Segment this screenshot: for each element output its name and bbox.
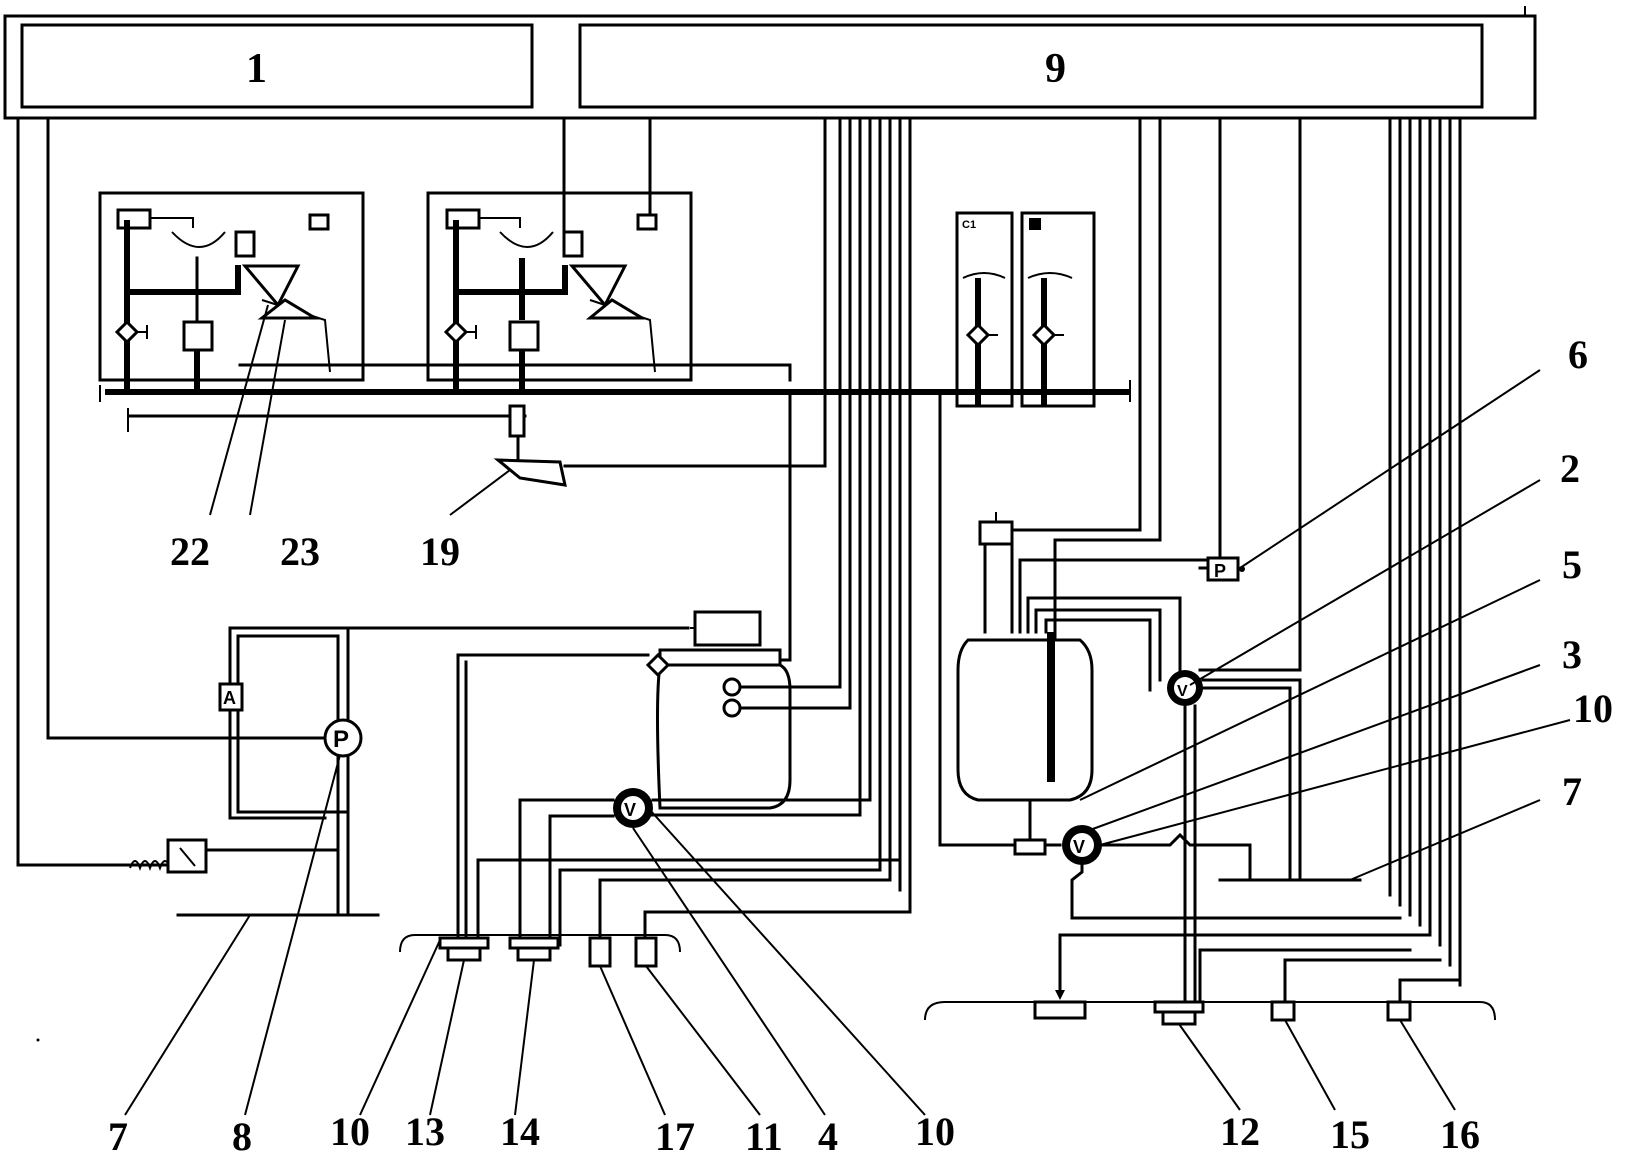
reagent-cabinet-1: C1 (955, 211, 1014, 408)
leader-lines (124, 304, 1571, 1116)
callout-10-b: 10 (915, 1109, 955, 1154)
control-unit-9-label: 9 (1045, 46, 1066, 92)
right-tank (938, 390, 1222, 856)
svg-text:V: V (1177, 683, 1188, 700)
processing-module-1 (98, 191, 365, 392)
callout-6: 6 (1568, 332, 1588, 377)
control-unit-1: 1 (20, 23, 534, 109)
svg-text:P: P (333, 726, 349, 753)
valve-4: V (476, 116, 912, 947)
left-bottom-ports (399, 934, 681, 968)
svg-text:C1: C1 (962, 219, 976, 231)
pump-8: P (323, 718, 363, 758)
right-bottom-ports (924, 933, 1496, 1026)
heater-switch (129, 838, 208, 874)
svg-text:A: A (223, 688, 236, 708)
callout-15: 15 (1330, 1112, 1370, 1157)
callout-10-right: 10 (1573, 686, 1613, 731)
callout-19: 19 (420, 529, 460, 574)
valve-module-1 (114, 319, 148, 345)
callout-10-a: 10 (330, 1109, 370, 1154)
pump-circuit-left: A P (129, 626, 690, 917)
pressure-sensor-6: P (1206, 556, 1245, 582)
drain-flap-19 (493, 116, 827, 487)
svg-text:V: V (1073, 837, 1085, 857)
callout-4: 4 (818, 1114, 838, 1159)
callout-11: 11 (745, 1114, 783, 1159)
right-wires (1008, 116, 1462, 987)
valve-3: V (1043, 825, 1402, 920)
callout-3: 3 (1562, 632, 1582, 677)
svg-text:P: P (1214, 561, 1226, 581)
main-manifold (99, 363, 1131, 462)
left-tank (456, 116, 852, 947)
processing-module-2 (426, 116, 693, 392)
callout-13: 13 (405, 1109, 445, 1154)
callout-16: 16 (1440, 1112, 1480, 1157)
callout-2: 2 (1560, 446, 1580, 491)
callout-22: 22 (170, 529, 210, 574)
valve-2: V (1167, 670, 1302, 1002)
control-unit-9: 9 (578, 23, 1484, 109)
callout-23: 23 (280, 529, 320, 574)
reagent-cabinet-2 (1020, 211, 1096, 408)
callout-7-right: 7 (1562, 769, 1582, 814)
valve-module-2 (443, 319, 477, 345)
callout-labels: 22 23 19 6 2 5 3 10 7 7 8 10 13 14 17 11… (108, 332, 1613, 1159)
svg-text:V: V (624, 800, 636, 820)
callout-14: 14 (500, 1109, 540, 1154)
control-unit-1-label: 1 (246, 46, 267, 92)
callout-7: 7 (108, 1114, 128, 1159)
callout-5: 5 (1562, 542, 1582, 587)
callout-8: 8 (232, 1114, 252, 1159)
callout-12: 12 (1220, 1109, 1260, 1154)
left-wires (16, 116, 327, 867)
callout-17: 17 (655, 1114, 695, 1159)
